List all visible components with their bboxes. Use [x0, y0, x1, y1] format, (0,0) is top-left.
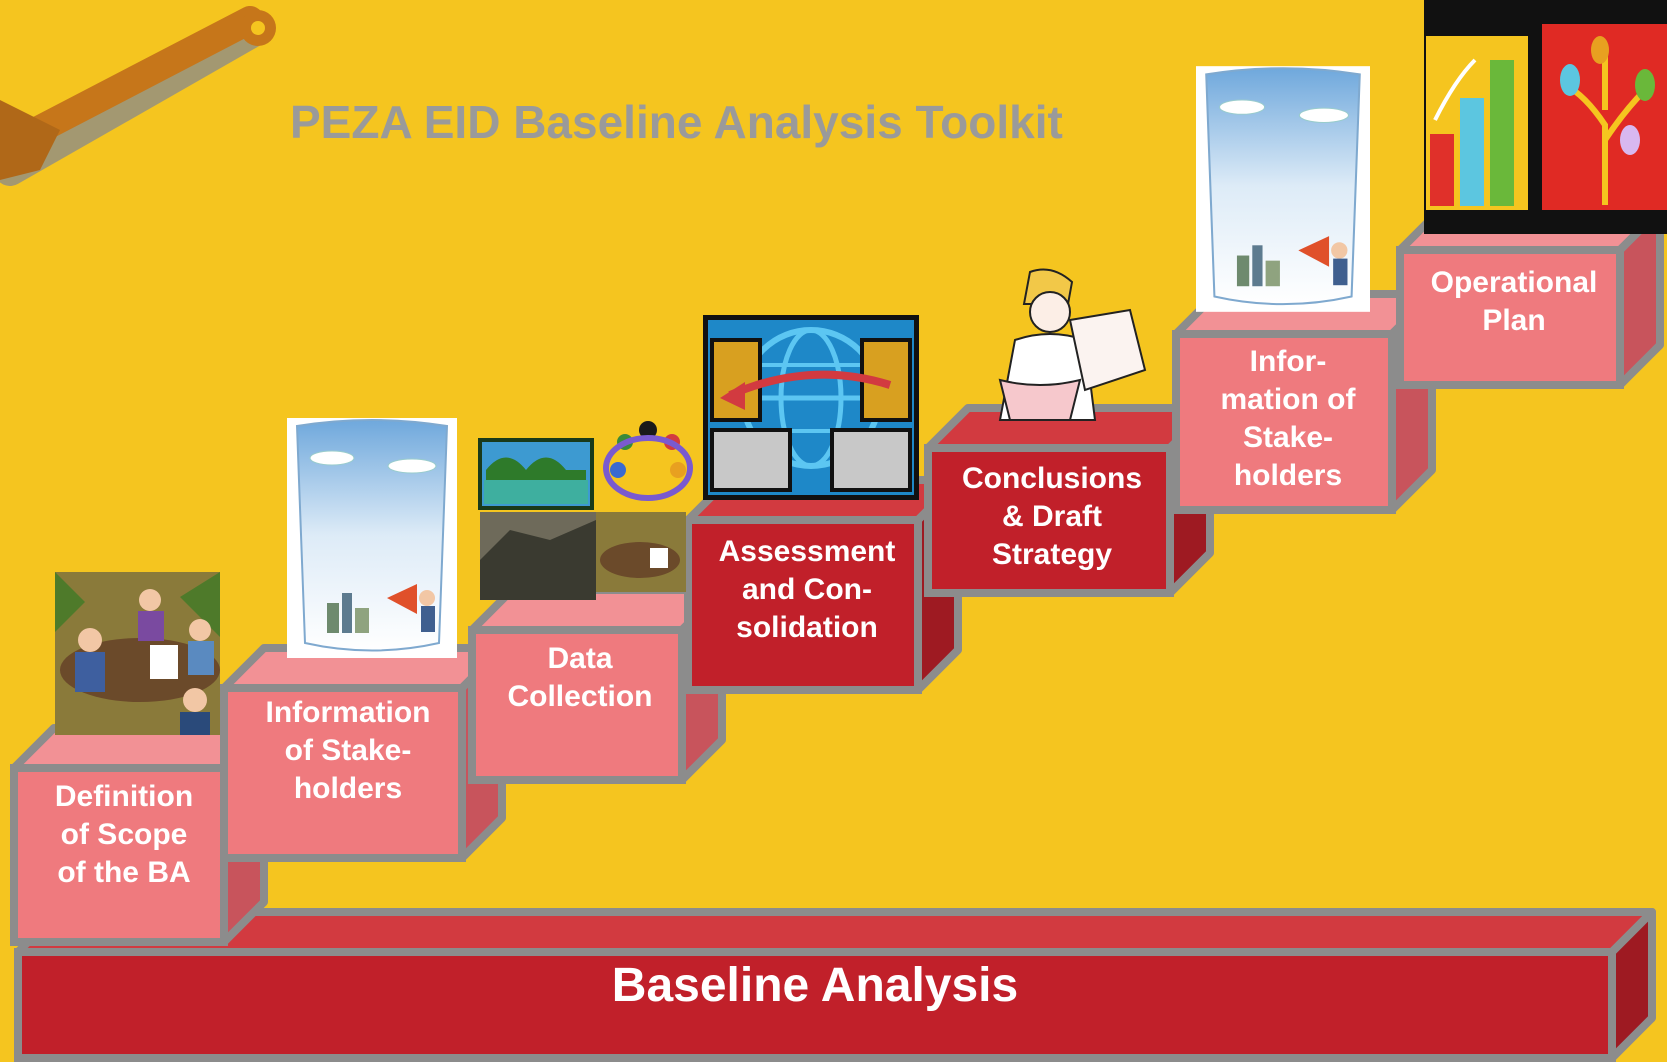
scroll-megaphone-clipart-icon	[286, 418, 458, 658]
step-definition-of-scope	[10, 724, 268, 946]
baseline-platform	[14, 908, 1656, 1062]
step-assessment-consolidation	[684, 476, 962, 694]
page-title: PEZA EID Baseline Analysis Toolkit	[290, 96, 1063, 148]
woman-with-plans-clipart-icon	[998, 268, 1147, 421]
scroll-megaphone-clipart-icon	[1196, 66, 1370, 312]
bar-chart-and-tree-icon	[1424, 0, 1667, 234]
step-information-of-stakeholders-2	[1172, 290, 1436, 514]
step-operational-plan	[1396, 206, 1664, 389]
data-collection-collage-icon	[478, 421, 693, 600]
step-conclusions-draft-strategy	[924, 404, 1214, 597]
meeting-clipart-icon	[55, 572, 220, 735]
step-information-of-stakeholders-1	[220, 644, 506, 862]
computers-globe-icon	[703, 315, 919, 500]
wrench-icon	[0, 6, 276, 186]
